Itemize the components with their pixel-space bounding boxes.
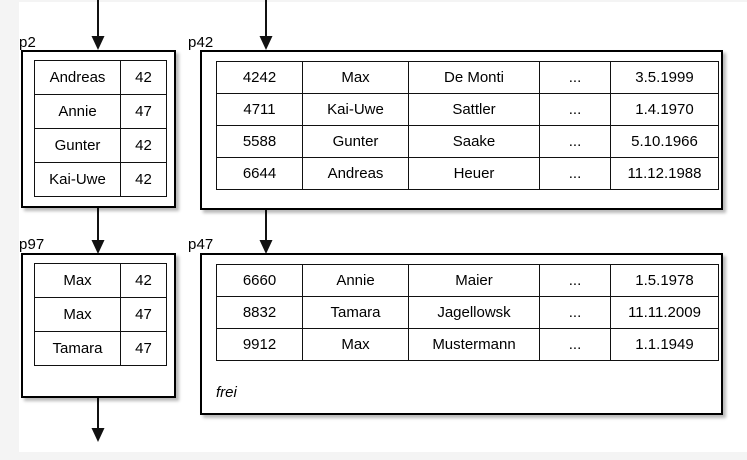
cell-value: 42 xyxy=(120,263,167,298)
cell-firstname: Max xyxy=(302,328,409,361)
cell-more: ... xyxy=(539,264,611,297)
page-box-p47: 6660 Annie Maier ... 1.5.1978 8832 Tamar… xyxy=(200,253,723,415)
cell-date: 1.5.1978 xyxy=(610,264,719,297)
page-label-p2: p2 xyxy=(19,34,36,51)
cell-more: ... xyxy=(539,328,611,361)
cell-name: Max xyxy=(34,263,121,298)
cell-name: Gunter xyxy=(34,128,121,163)
cell-lastname: Saake xyxy=(408,125,540,158)
cell-name: Annie xyxy=(34,94,121,129)
data-table-p42: 4242 Max De Monti ... 3.5.1999 4711 Kai-… xyxy=(216,61,719,190)
cell-name: Kai-Uwe xyxy=(34,162,121,197)
table-row: Tamara 47 xyxy=(34,331,167,366)
cell-name: Max xyxy=(34,297,121,332)
cell-value: 42 xyxy=(120,128,167,163)
table-row: Kai-Uwe 42 xyxy=(34,162,167,197)
arrow-into-p42 xyxy=(257,0,275,52)
cell-value: 42 xyxy=(120,60,167,95)
cell-value: 47 xyxy=(120,331,167,366)
table-row: 4242 Max De Monti ... 3.5.1999 xyxy=(216,61,719,94)
table-row: 8832 Tamara Jagellowsk ... 11.11.2009 xyxy=(216,296,719,329)
table-row: Max 42 xyxy=(34,263,167,298)
cell-firstname: Andreas xyxy=(302,157,409,190)
cell-lastname: Heuer xyxy=(408,157,540,190)
data-table-p47: 6660 Annie Maier ... 1.5.1978 8832 Tamar… xyxy=(216,264,719,361)
table-row: Andreas 42 xyxy=(34,60,167,95)
free-space-label-p47: frei xyxy=(216,384,237,401)
page-label-p97: p97 xyxy=(19,236,45,253)
canvas-frame-left xyxy=(0,0,19,460)
cell-firstname: Gunter xyxy=(302,125,409,158)
cell-id: 8832 xyxy=(216,296,303,329)
arrow-into-p2 xyxy=(89,0,107,52)
cell-more: ... xyxy=(539,157,611,190)
cell-name: Andreas xyxy=(34,60,121,95)
page-label-p42: p42 xyxy=(188,34,214,51)
index-table-p2: Andreas 42 Annie 47 Gunter 42 Kai-Uwe 42 xyxy=(34,60,167,197)
table-row: 4711 Kai-Uwe Sattler ... 1.4.1970 xyxy=(216,93,719,126)
cell-date: 1.1.1949 xyxy=(610,328,719,361)
arrow-p42-to-p47 xyxy=(257,208,275,256)
table-row: 5588 Gunter Saake ... 5.10.1966 xyxy=(216,125,719,158)
table-row: Max 47 xyxy=(34,297,167,332)
table-row: 6660 Annie Maier ... 1.5.1978 xyxy=(216,264,719,297)
cell-lastname: Jagellowsk xyxy=(408,296,540,329)
cell-value: 42 xyxy=(120,162,167,197)
cell-more: ... xyxy=(539,125,611,158)
cell-date: 3.5.1999 xyxy=(610,61,719,94)
cell-id: 6644 xyxy=(216,157,303,190)
cell-lastname: Sattler xyxy=(408,93,540,126)
cell-date: 1.4.1970 xyxy=(610,93,719,126)
table-row: Annie 47 xyxy=(34,94,167,129)
arrow-p97-down xyxy=(89,396,107,446)
cell-name: Tamara xyxy=(34,331,121,366)
cell-date: 11.12.1988 xyxy=(610,157,719,190)
cell-value: 47 xyxy=(120,94,167,129)
cell-value: 47 xyxy=(120,297,167,332)
table-row: 6644 Andreas Heuer ... 11.12.1988 xyxy=(216,157,719,190)
cell-date: 5.10.1966 xyxy=(610,125,719,158)
table-row: Gunter 42 xyxy=(34,128,167,163)
table-row: 9912 Max Mustermann ... 1.1.1949 xyxy=(216,328,719,361)
arrow-p2-to-p97 xyxy=(89,206,107,256)
canvas-frame-bottom xyxy=(0,452,747,460)
cell-id: 5588 xyxy=(216,125,303,158)
cell-lastname: Maier xyxy=(408,264,540,297)
index-table-p97: Max 42 Max 47 Tamara 47 xyxy=(34,263,167,366)
page-label-p47: p47 xyxy=(188,236,214,253)
cell-date: 11.11.2009 xyxy=(610,296,719,329)
cell-firstname: Tamara xyxy=(302,296,409,329)
cell-more: ... xyxy=(539,296,611,329)
cell-firstname: Kai-Uwe xyxy=(302,93,409,126)
cell-id: 6660 xyxy=(216,264,303,297)
cell-lastname: De Monti xyxy=(408,61,540,94)
cell-firstname: Max xyxy=(302,61,409,94)
cell-more: ... xyxy=(539,61,611,94)
canvas-frame-top xyxy=(0,0,747,2)
cell-id: 4242 xyxy=(216,61,303,94)
page-box-p42: 4242 Max De Monti ... 3.5.1999 4711 Kai-… xyxy=(200,50,723,210)
page-box-p97: Max 42 Max 47 Tamara 47 xyxy=(21,253,176,398)
cell-firstname: Annie xyxy=(302,264,409,297)
page-box-p2: Andreas 42 Annie 47 Gunter 42 Kai-Uwe 42 xyxy=(21,50,176,208)
cell-lastname: Mustermann xyxy=(408,328,540,361)
cell-id: 9912 xyxy=(216,328,303,361)
cell-more: ... xyxy=(539,93,611,126)
cell-id: 4711 xyxy=(216,93,303,126)
